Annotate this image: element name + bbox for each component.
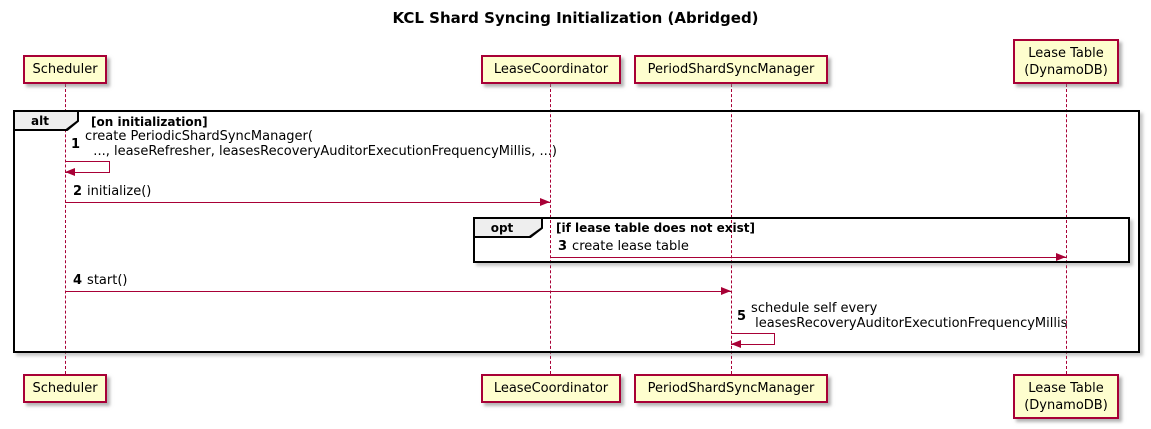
participant-box-scheduler-top: Scheduler (23, 55, 107, 84)
opt-guard-condition: [if lease table does not exist] (556, 221, 756, 235)
alt-operator-tab-fill (15, 112, 77, 129)
message-2-text: initialize() (87, 184, 152, 199)
message-4-arrow (65, 291, 731, 292)
message-2-label: 2 initialize() (73, 184, 151, 199)
opt-operator-label: opt (490, 220, 514, 235)
alt-guard-condition: [on initialization] (91, 115, 208, 129)
message-5-label: 5 schedule self every leasesRecoveryAudi… (737, 301, 1067, 331)
message-2-number: 2 (73, 184, 83, 199)
message-3-text: create lease table (572, 239, 689, 254)
opt-operator-tab-fill (475, 219, 541, 236)
alt-frame (13, 110, 1140, 353)
alt-operator-tab: alt (15, 112, 79, 131)
lifeline-leasecoordinator (550, 84, 551, 374)
message-1-self-arrow (65, 161, 110, 173)
participant-box-leasetable-bottom: Lease Table (DynamoDB) (1013, 374, 1119, 419)
message-4-label: 4 start() (73, 273, 127, 288)
message-5-text: schedule self every leasesRecoveryAudito… (751, 301, 1068, 331)
lifeline-periodshardsyncmanager (731, 84, 732, 374)
diagram-title: KCL Shard Syncing Initialization (Abridg… (392, 9, 759, 27)
lifeline-leasetable (1066, 84, 1067, 374)
message-4-number: 4 (73, 273, 83, 288)
message-4-text: start() (87, 273, 128, 288)
participant-box-leasecoordinator-bottom: LeaseCoordinator (481, 374, 621, 403)
participant-box-leasecoordinator-top: LeaseCoordinator (481, 55, 621, 84)
opt-frame (473, 217, 1130, 263)
participant-box-leasetable-top: Lease Table (DynamoDB) (1013, 39, 1119, 84)
message-4-arrowhead (721, 287, 731, 295)
message-3-arrowhead (1056, 253, 1066, 261)
participant-box-periodshardsyncmanager-top: PeriodShardSyncManager (634, 55, 828, 84)
message-5-arrowhead (731, 340, 741, 348)
message-2-arrow (65, 202, 550, 203)
alt-operator-label: alt (31, 113, 49, 128)
message-1-text: create PeriodicShardSyncManager( ..., le… (85, 129, 557, 159)
participant-box-periodshardsyncmanager-bottom: PeriodShardSyncManager (634, 374, 828, 403)
message-3-number: 3 (558, 239, 568, 254)
message-1-label: 1 create PeriodicShardSyncManager( ..., … (71, 129, 557, 159)
message-1-number: 1 (71, 136, 81, 152)
message-2-arrowhead (540, 198, 550, 206)
opt-operator-tab: opt (475, 219, 543, 238)
participant-box-scheduler-bottom: Scheduler (23, 374, 107, 403)
message-5-number: 5 (737, 308, 747, 324)
message-5-self-arrow (731, 333, 775, 345)
message-1-arrowhead (65, 168, 75, 176)
lifeline-scheduler (65, 84, 66, 374)
message-3-arrow (550, 257, 1066, 258)
message-3-label: 3 create lease table (558, 239, 689, 254)
